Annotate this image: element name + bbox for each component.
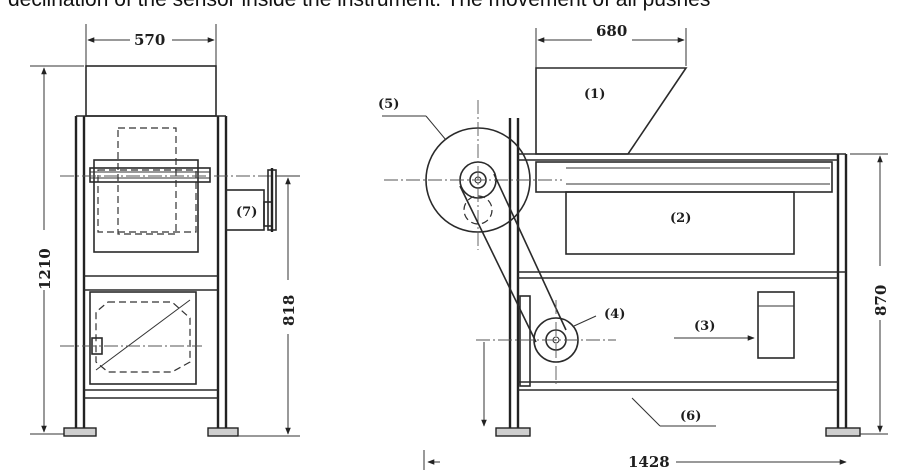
- dim-front-height: 1210: [30, 65, 84, 435]
- dim-label-570: 570: [134, 31, 165, 49]
- front-chamber: [93, 159, 199, 253]
- caption-text: declination of the sensor inside the ins…: [8, 0, 907, 12]
- label-7: (7): [236, 205, 257, 220]
- dim-label-818: 818: [280, 295, 298, 326]
- dim-front-shaft-height: 818: [238, 175, 300, 437]
- side-outlet: [757, 291, 795, 359]
- front-foot-right: [207, 427, 239, 437]
- label-4: (4): [604, 307, 625, 322]
- dim-label-870: 870: [872, 285, 890, 316]
- side-drum: [535, 161, 833, 193]
- front-shaft: [89, 167, 211, 183]
- front-view: 570 1210 (7): [30, 24, 300, 437]
- front-motor-housing: [89, 291, 197, 385]
- dim-front-width: 570: [85, 24, 217, 66]
- side-hopper: [535, 67, 688, 155]
- side-foot-left: [495, 427, 531, 437]
- side-foot-right: [825, 427, 861, 437]
- dim-side-height: 870: [850, 153, 890, 435]
- front-hopper: [85, 65, 217, 117]
- dim-label-1210: 1210: [36, 248, 54, 290]
- label-1: (1): [584, 87, 605, 102]
- dim-label-1428: 1428: [628, 453, 670, 471]
- side-view: 680 (1) (2) (3): [378, 22, 890, 471]
- dim-side-length: 1428: [423, 450, 847, 471]
- dim-side-top-width: 680: [535, 22, 687, 68]
- label-6: (6): [680, 409, 701, 424]
- front-foot-left: [63, 427, 97, 437]
- label-5: (5): [378, 97, 399, 112]
- label-2: (2): [670, 211, 691, 226]
- label-3: (3): [694, 319, 715, 334]
- side-chamber: [565, 191, 795, 255]
- dim-label-680: 680: [596, 22, 627, 40]
